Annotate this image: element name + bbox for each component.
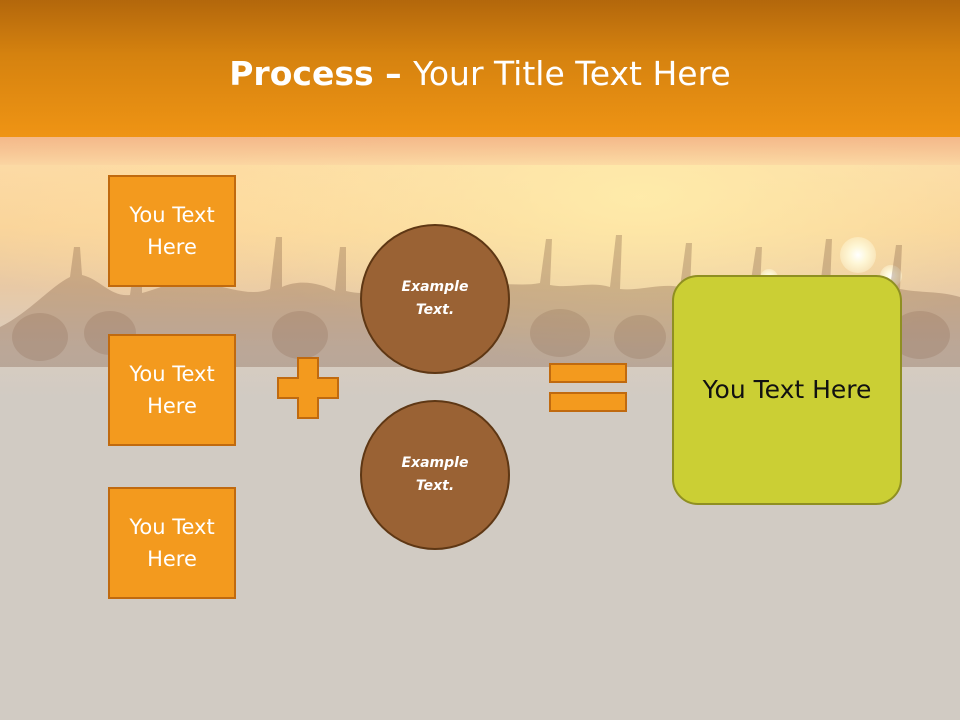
slide-title: Process – Your Title Text Here — [0, 52, 960, 96]
equals-icon-bottom-bar — [549, 392, 627, 412]
title-separator: – — [373, 54, 414, 93]
input-box-label: You Text Here — [129, 515, 215, 571]
input-box-label: You Text Here — [129, 203, 215, 259]
example-circle-1: Example Text. — [360, 224, 510, 374]
title-bold-part: Process — [229, 54, 374, 93]
stage-light — [840, 237, 876, 273]
result-box: You Text Here — [672, 275, 902, 505]
result-label: You Text Here — [702, 375, 872, 404]
equals-icon-top-bar — [549, 363, 627, 383]
input-box-label: You Text Here — [129, 362, 215, 418]
input-box-3: You Text Here — [108, 487, 236, 599]
input-box-2: You Text Here — [108, 334, 236, 446]
input-box-1: You Text Here — [108, 175, 236, 287]
plus-icon — [277, 357, 339, 419]
title-bar: Process – Your Title Text Here — [0, 0, 960, 137]
circle-label: Example Text. — [401, 279, 469, 318]
light-band — [0, 137, 960, 165]
circle-label: Example Text. — [401, 455, 469, 494]
example-circle-2: Example Text. — [360, 400, 510, 550]
title-text: Your Title Text Here — [413, 54, 731, 93]
